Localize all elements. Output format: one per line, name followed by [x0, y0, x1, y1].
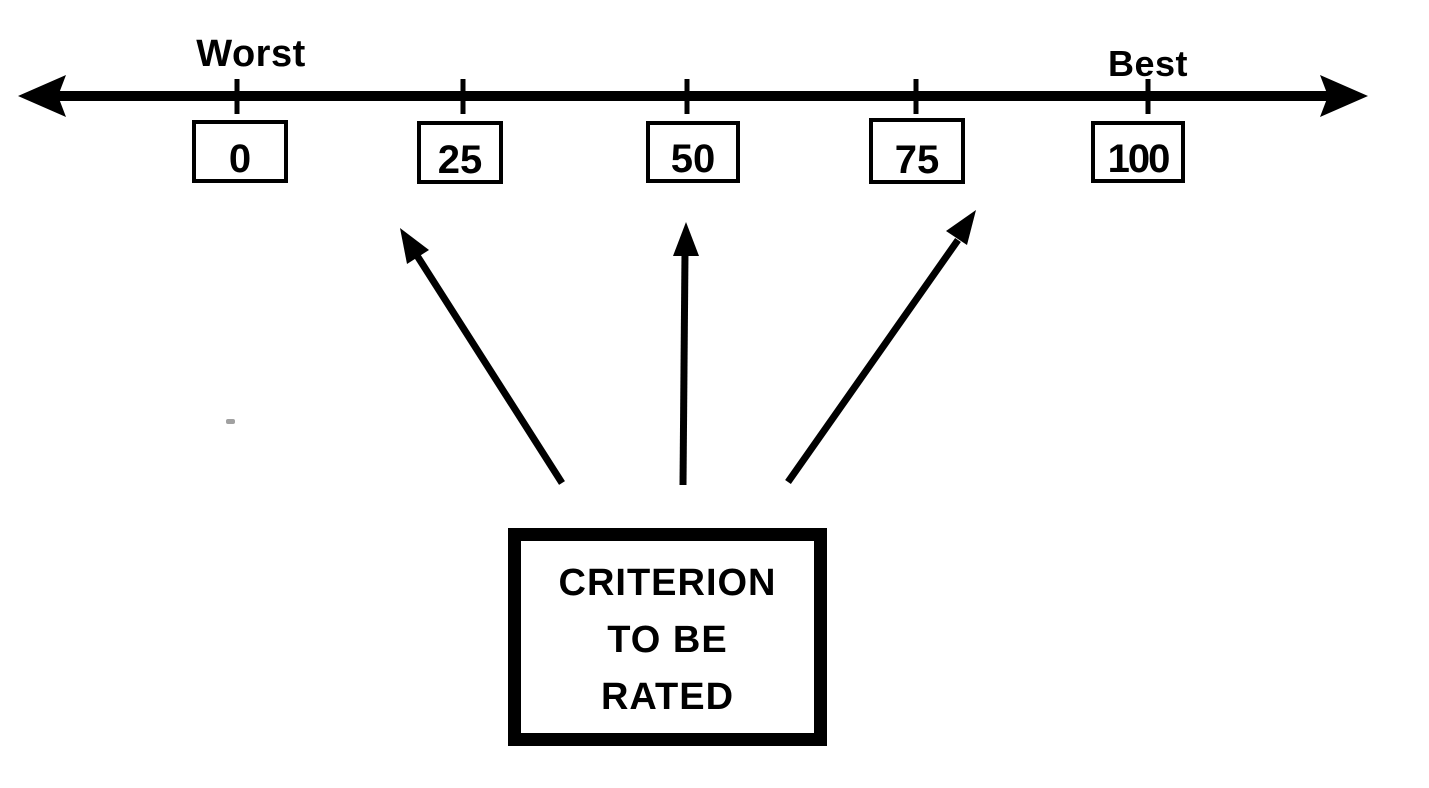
criterion-box-line: CRITERION [558, 561, 777, 604]
scale-value-label: 75 [894, 138, 940, 183]
scan-artifact-dot [226, 419, 235, 424]
pointer-arrow-middle-shaft [679, 251, 689, 486]
scale-value-label: 0 [228, 137, 252, 182]
scale-value-box-50: 50 [646, 121, 740, 183]
scale-value-box-100: 100 [1091, 121, 1185, 183]
scale-value-label: 25 [437, 138, 483, 183]
scale-value-label: 100 [1107, 137, 1171, 182]
pointer-arrow-left-shaft [413, 252, 565, 485]
axis-right-arrowhead-icon [1320, 75, 1368, 117]
criterion-box: CRITERION TO BE RATED [508, 528, 827, 746]
criterion-box-line: RATED [600, 675, 735, 718]
scale-value-box-25: 25 [417, 121, 503, 184]
axis-left-arrowhead-icon [18, 75, 66, 117]
pointer-arrow-middle-arrowhead-icon [673, 222, 699, 256]
criterion-box-line: TO BE [607, 618, 728, 661]
pointer-arrow-right-arrowhead-icon [946, 210, 976, 245]
worst-label: Worst [196, 33, 306, 75]
scale-value-box-0: 0 [192, 120, 288, 183]
pointer-arrow-right-shaft [785, 237, 961, 485]
scale-value-box-75: 75 [869, 118, 965, 184]
best-label: Best [1107, 43, 1189, 84]
pointer-arrow-left-arrowhead-icon [400, 228, 429, 264]
scale-value-label: 50 [670, 137, 716, 182]
